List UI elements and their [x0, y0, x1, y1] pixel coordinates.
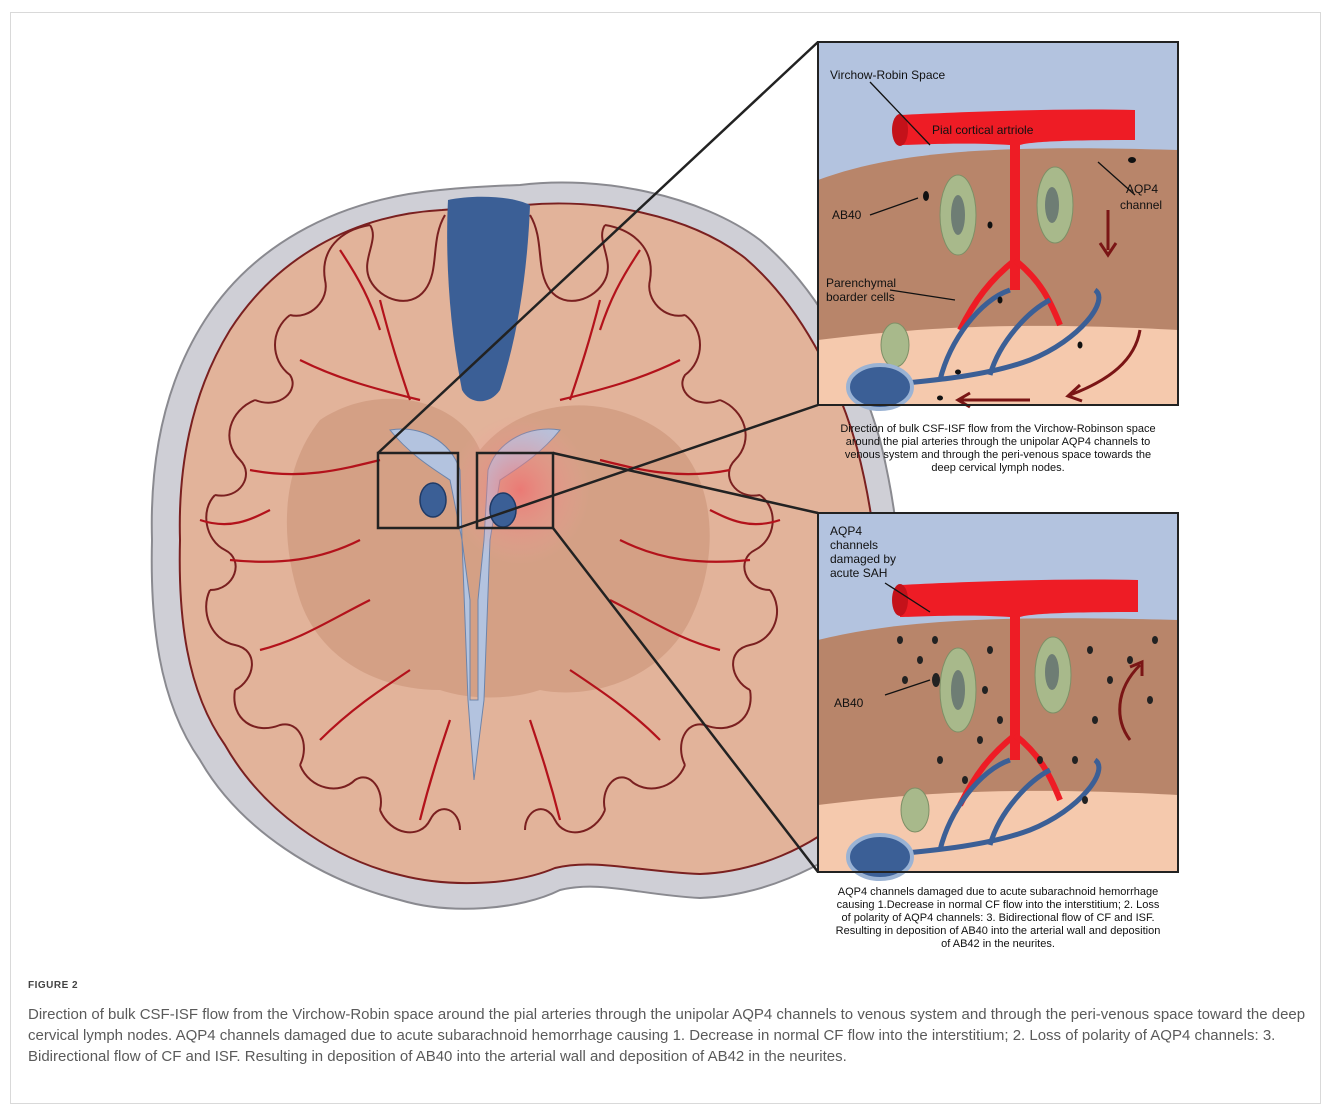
label-ab40-bottom: AB40: [834, 696, 864, 710]
label-aqp4-line1: AQP4: [1126, 182, 1158, 196]
top-caption-line: deep cervical lymph nodes.: [818, 462, 1178, 475]
bottom-panel: AQP4 channels damaged by acute SAH AB40: [818, 513, 1178, 879]
bottom-caption-line: of AB42 in the neurites.: [812, 938, 1184, 951]
label-pbc-line2: boarder cells: [826, 290, 895, 304]
top-panel: Virchow-Robin Space Pial cortical artrio…: [818, 42, 1178, 409]
label-pial-artriole: Pial cortical artriole: [932, 123, 1034, 137]
top-panel-caption: Direction of bulk CSF-ISF flow from the …: [818, 423, 1178, 475]
top-caption-line: venous system and through the peri-venou…: [818, 449, 1178, 462]
vein-left: [420, 483, 446, 517]
bottom-caption-line: causing 1.Decrease in normal CF flow int…: [812, 899, 1184, 912]
label-damaged-line4: acute SAH: [830, 566, 887, 580]
bottom-panel-caption: AQP4 channels damaged due to acute subar…: [812, 886, 1184, 951]
label-ab40-top: AB40: [832, 208, 862, 222]
top-caption-line: around the pial arteries through the uni…: [818, 436, 1178, 449]
figure-label: FIGURE 2: [28, 980, 78, 991]
label-damaged-line2: channels: [830, 538, 878, 552]
brain-coronal-section: [152, 182, 902, 908]
bottom-caption-line: Resulting in deposition of AB40 into the…: [812, 925, 1184, 938]
top-caption-line: Direction of bulk CSF-ISF flow from the …: [818, 423, 1178, 436]
label-pbc-line1: Parenchymal: [826, 276, 896, 290]
bottom-caption-line: of polarity of AQP4 channels: 3. Bidirec…: [812, 912, 1184, 925]
label-damaged-line1: AQP4: [830, 524, 862, 538]
label-aqp4-line2: channel: [1120, 198, 1162, 212]
figure-caption: Direction of bulk CSF-ISF flow from the …: [28, 1004, 1308, 1067]
label-damaged-line3: damaged by: [830, 552, 896, 566]
venous-sinus: [848, 365, 912, 409]
label-virchow-robin: Virchow-Robin Space: [830, 68, 945, 82]
bottom-caption-line: AQP4 channels damaged due to acute subar…: [812, 886, 1184, 899]
